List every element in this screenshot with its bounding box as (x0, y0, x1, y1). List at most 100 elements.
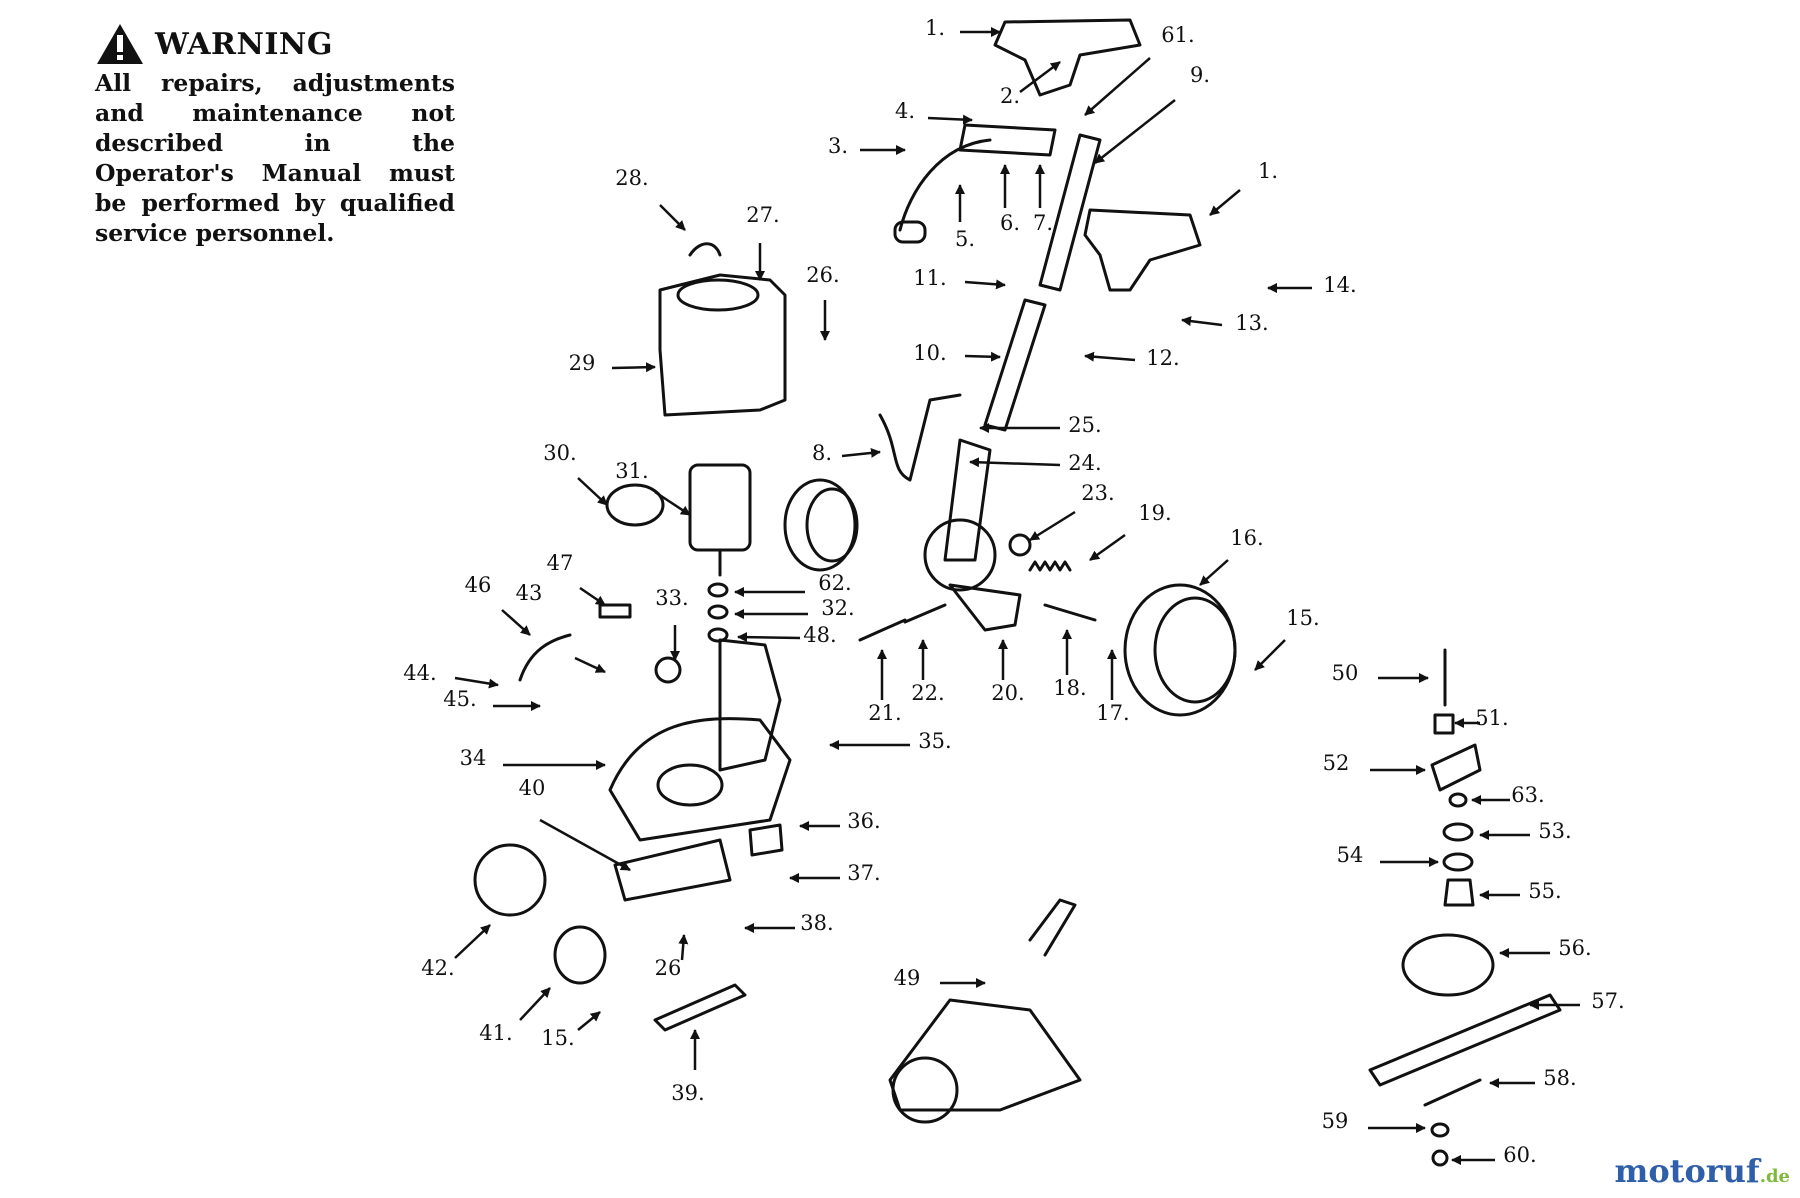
callout-arrow (1094, 99, 1176, 164)
knob (1008, 533, 1032, 557)
warning-title: WARNING (155, 26, 333, 62)
retaining-ring (605, 483, 665, 527)
watermark: motoruf.de (1614, 1152, 1790, 1190)
callout-label: 59 (1322, 1109, 1349, 1133)
callout-label: 56. (1558, 936, 1591, 960)
callout-label: 2. (1000, 84, 1020, 108)
assembled-handle (1028, 898, 1077, 957)
watermark-name: motoruf (1614, 1152, 1760, 1190)
callout-arrow (579, 586, 606, 607)
callout-arrow (1019, 61, 1061, 93)
arm-hub (923, 518, 997, 592)
main-housing (608, 717, 792, 842)
nut-51 (1433, 713, 1455, 735)
cord-plug (893, 220, 927, 244)
lower-tube (983, 298, 1047, 432)
washer-32 (707, 604, 729, 620)
wheel-left-rim (805, 487, 859, 563)
impeller-56 (1401, 933, 1495, 997)
callout-label: 57. (1591, 989, 1624, 1013)
callout-label: 30. (543, 441, 576, 465)
blade-57 (1368, 993, 1562, 1087)
callout-arrow (1181, 316, 1223, 327)
mount-bracket (718, 638, 782, 772)
callout-label: 5. (955, 227, 975, 251)
pin-21 (858, 618, 907, 642)
callout-label: 46 (465, 573, 492, 597)
callout-label: 3. (828, 134, 848, 158)
callout-label: 61. (1161, 23, 1194, 47)
callout-arrow (611, 362, 656, 373)
callout-label: 47 (547, 551, 574, 575)
callout-layer: 1.1.2.3.4.5.6.7.61.9.14.13.11.12.10.25.2… (403, 16, 1624, 1167)
callout-label: 24. (1068, 451, 1101, 475)
callout-arrow (964, 279, 1006, 290)
callout-label: 4. (895, 99, 915, 123)
callout-label: 26 (655, 956, 682, 980)
callout-label: 1. (1258, 159, 1278, 183)
bushing-55 (1443, 878, 1475, 907)
callout-arrow (501, 609, 531, 636)
callout-arrow (574, 656, 606, 674)
callout-label: 40 (519, 776, 546, 800)
callout-label: 53. (1538, 819, 1571, 843)
clip (688, 242, 722, 257)
callout-label: 18. (1053, 676, 1086, 700)
callout-label: 11. (913, 266, 946, 290)
motor-cover (658, 273, 787, 417)
wheel-left (783, 478, 857, 572)
washer-54 (1442, 852, 1474, 872)
callout-arrow (519, 987, 551, 1021)
arm-bracket (948, 583, 1022, 632)
callout-label: 27. (746, 203, 779, 227)
motor (688, 463, 752, 552)
callout-label: 32. (821, 596, 854, 620)
callout-label: 10. (913, 341, 946, 365)
spacer-47 (598, 603, 632, 619)
callout-label: 33. (655, 586, 688, 610)
callout-arrow (1254, 639, 1286, 671)
callout-label: 58. (1543, 1066, 1576, 1090)
washer-63 (1448, 792, 1468, 808)
spring (1028, 560, 1072, 572)
callout-arrow (841, 447, 881, 458)
callout-label: 19. (1138, 501, 1171, 525)
callout-label: 62. (818, 571, 851, 595)
callout-arrow (654, 490, 691, 517)
callout-arrow (927, 114, 973, 125)
power-cord (898, 138, 992, 232)
callout-label: 13. (1235, 311, 1268, 335)
callout-arrow (454, 676, 499, 689)
washer-59 (1430, 1122, 1450, 1138)
callout-label: 17. (1096, 701, 1129, 725)
callout-label: 60. (1503, 1143, 1536, 1167)
callout-label: 63. (1511, 783, 1544, 807)
callout-label: 39. (671, 1081, 704, 1105)
callout-label: 50 (1332, 661, 1359, 685)
assembled-view (888, 998, 1082, 1112)
callout-label: 12. (1146, 346, 1179, 370)
callout-label: 48. (803, 623, 836, 647)
callout-arrow (969, 457, 1061, 468)
callout-label: 45. (443, 687, 476, 711)
callout-label: 51. (1475, 706, 1508, 730)
callout-label: 20. (991, 681, 1024, 705)
callout-label: 52 (1323, 751, 1350, 775)
callout-label: 21. (868, 701, 901, 725)
handle-grip-right (1083, 208, 1202, 292)
callout-arrow (539, 818, 631, 872)
collar-52 (1430, 743, 1482, 792)
assembled-wheel (891, 1056, 959, 1124)
callout-label: 6. (1000, 211, 1020, 235)
callout-arrow (659, 204, 686, 231)
upper-tube (1038, 133, 1102, 292)
callout-label: 1. (925, 16, 945, 40)
callout-arrow (577, 1011, 601, 1031)
warning-block: WARNING All repairs, adjustments and mai… (95, 22, 455, 248)
wheel-right-rim (1153, 596, 1237, 704)
callout-label: 22. (911, 681, 944, 705)
washer-53 (1442, 822, 1474, 842)
wrench-58 (1423, 1078, 1482, 1107)
